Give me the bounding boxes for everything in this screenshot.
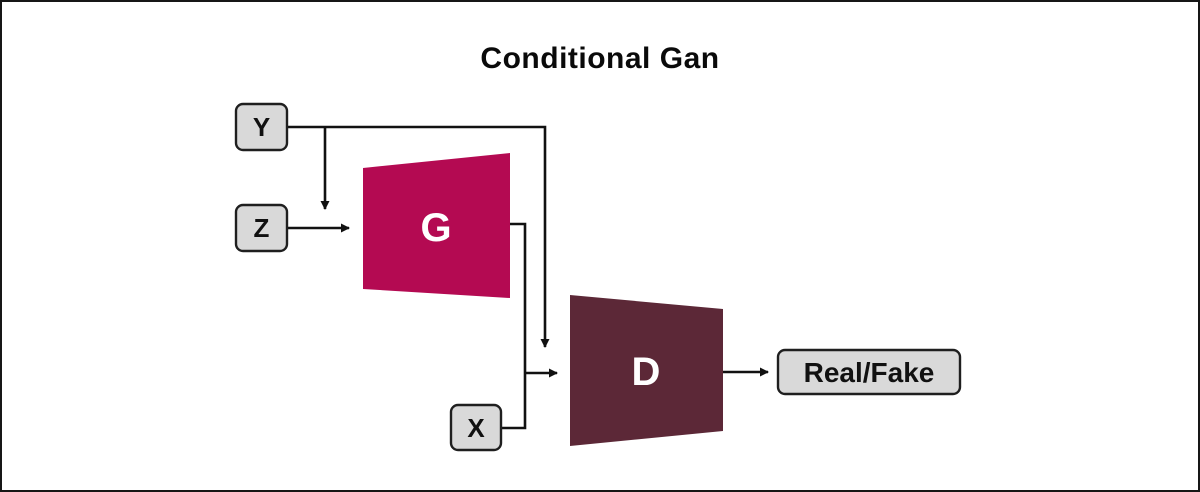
x-node-box (451, 405, 501, 450)
diagram-title: Conditional Gan (480, 42, 719, 75)
y-node-box (236, 104, 287, 150)
z-node-label: Z (254, 213, 270, 243)
y-node-border (234, 102, 289, 152)
line-generator-output (510, 222, 527, 373)
y-node-label: Y (253, 112, 270, 142)
x-node-label: X (467, 413, 485, 443)
generator-shape (363, 153, 510, 298)
output-node-label: Real/Fake (804, 357, 935, 388)
line-x-output (501, 373, 527, 430)
output-node-border (776, 348, 962, 396)
discriminator-shape (570, 295, 723, 446)
output-node-box (778, 350, 960, 394)
z-node-border (234, 203, 289, 253)
z-node-box (236, 205, 287, 251)
x-node-border (449, 403, 503, 452)
discriminator-label: D (632, 350, 661, 394)
connector-group (287, 125, 769, 430)
generator-label: G (420, 206, 451, 250)
arrow-y-to-discriminator (287, 125, 550, 348)
